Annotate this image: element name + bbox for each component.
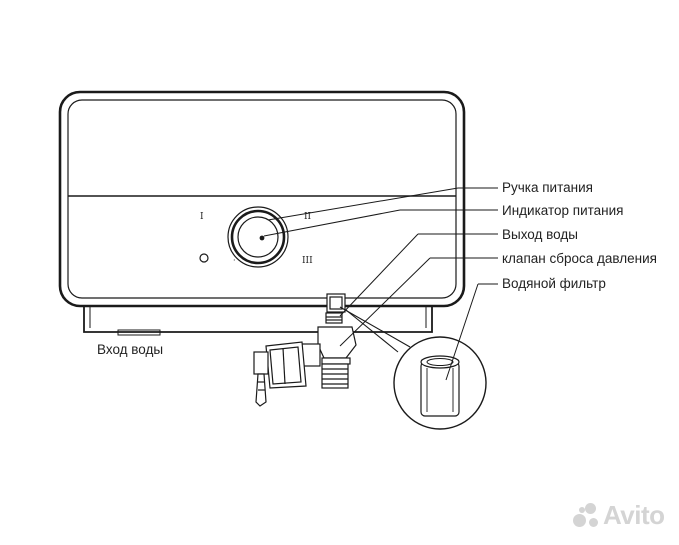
leader-lines bbox=[263, 187, 498, 381]
label-power-knob: Ручка питания bbox=[502, 180, 593, 195]
water-outlet-fitting bbox=[299, 293, 357, 389]
filter-zoom-lines bbox=[339, 306, 411, 353]
label-water-inlet: Вход воды bbox=[97, 342, 164, 357]
filter-detail bbox=[393, 336, 487, 430]
avito-watermark-text: Avito bbox=[603, 500, 665, 530]
pressure-relief-valve bbox=[253, 341, 307, 407]
label-water-filter: Водяной фильтр bbox=[502, 276, 606, 291]
avito-watermark: Avito bbox=[573, 500, 665, 531]
label-power-indicator: Индикатор питания bbox=[502, 203, 624, 218]
power-indicator-light bbox=[199, 253, 209, 263]
knob-mark-2: II bbox=[304, 212, 312, 222]
power-knob bbox=[227, 206, 289, 268]
heater-body bbox=[58, 90, 466, 308]
knob-mark-3: III bbox=[302, 256, 313, 266]
avito-logo-icon bbox=[573, 502, 599, 529]
label-pressure-relief-valve: клапан сброса давления bbox=[502, 251, 657, 266]
knob-mark-off: · bbox=[233, 256, 236, 265]
knob-mark-1: I bbox=[200, 212, 204, 222]
label-water-outlet: Выход воды bbox=[502, 227, 578, 242]
